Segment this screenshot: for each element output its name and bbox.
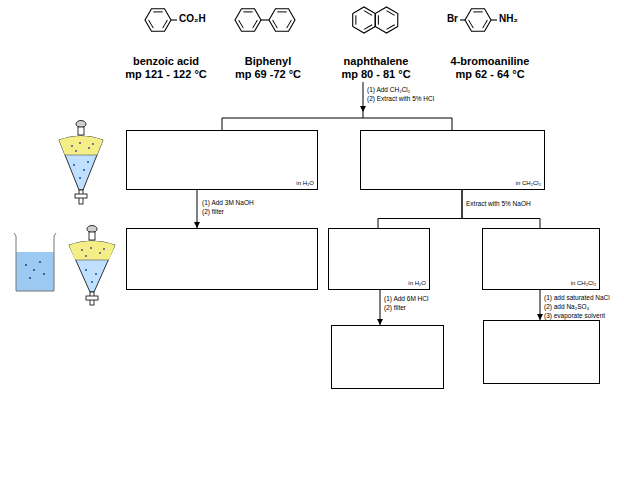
- step-note: (2) add Na₂SO₄: [544, 303, 589, 310]
- naphthalene-structure: [347, 4, 403, 37]
- compound-label: mp 62 - 64 °C: [455, 68, 524, 81]
- phase-label: in H₂O: [408, 280, 426, 287]
- separatory-funnel: [69, 226, 115, 306]
- biphenyl-structure: [235, 9, 295, 32]
- flow-connector: [540, 290, 541, 320]
- step-note: Extract with 5% NaOH: [466, 200, 531, 207]
- process-box: [483, 320, 600, 384]
- process-box: [331, 325, 444, 389]
- compound-label: mp 121 - 122 °C: [125, 68, 206, 81]
- compound-label: benzoic acid: [133, 55, 199, 68]
- group-label: NH₂: [499, 13, 518, 25]
- phase-label: in CH₂Cl₂: [516, 180, 541, 187]
- flow-connector: [197, 190, 198, 228]
- phase-label: in CH₂Cl₂: [571, 280, 596, 287]
- process-box: in H₂O: [328, 228, 430, 290]
- process-box: in CH₂Cl₂: [360, 130, 545, 190]
- step-note: (1) Add 3M NaOH: [202, 199, 254, 206]
- group-label: CO₂H: [179, 13, 206, 25]
- step-note: (1) Add CH₂Cl₂: [367, 86, 410, 93]
- beaker: [14, 233, 56, 291]
- step-note: (2) Extract with 5% HCl: [367, 95, 434, 102]
- benzoic-acid-structure: [145, 9, 177, 32]
- process-box: in CH₂Cl₂: [482, 228, 600, 290]
- process-box: [126, 228, 318, 290]
- step-note: (2) filter: [384, 304, 406, 311]
- group-label: Br: [447, 13, 458, 25]
- step-note: (1) Add 6M HCl: [384, 295, 428, 302]
- flow-connector: [380, 290, 381, 325]
- step-note: (3) evaporate solvent: [544, 312, 605, 319]
- compound-label: 4-bromoaniline: [451, 55, 530, 68]
- compound-label: Biphenyl: [245, 55, 291, 68]
- flow-connector: [378, 190, 462, 228]
- phase-label: in H₂O: [296, 180, 314, 187]
- process-box: in H₂O: [126, 130, 318, 190]
- flow-connector: [462, 190, 540, 228]
- separatory-funnel: [59, 121, 103, 205]
- step-note: (1) add saturated NaCl: [544, 294, 610, 301]
- split-bracket: [222, 82, 452, 130]
- bromoaniline-structure: [460, 9, 497, 32]
- compound-label: mp 80 - 81 °C: [341, 68, 410, 81]
- compound-label: mp 69 -72 °C: [235, 68, 301, 81]
- compound-label: naphthalene: [344, 55, 409, 68]
- step-note: (2) filter: [202, 208, 224, 215]
